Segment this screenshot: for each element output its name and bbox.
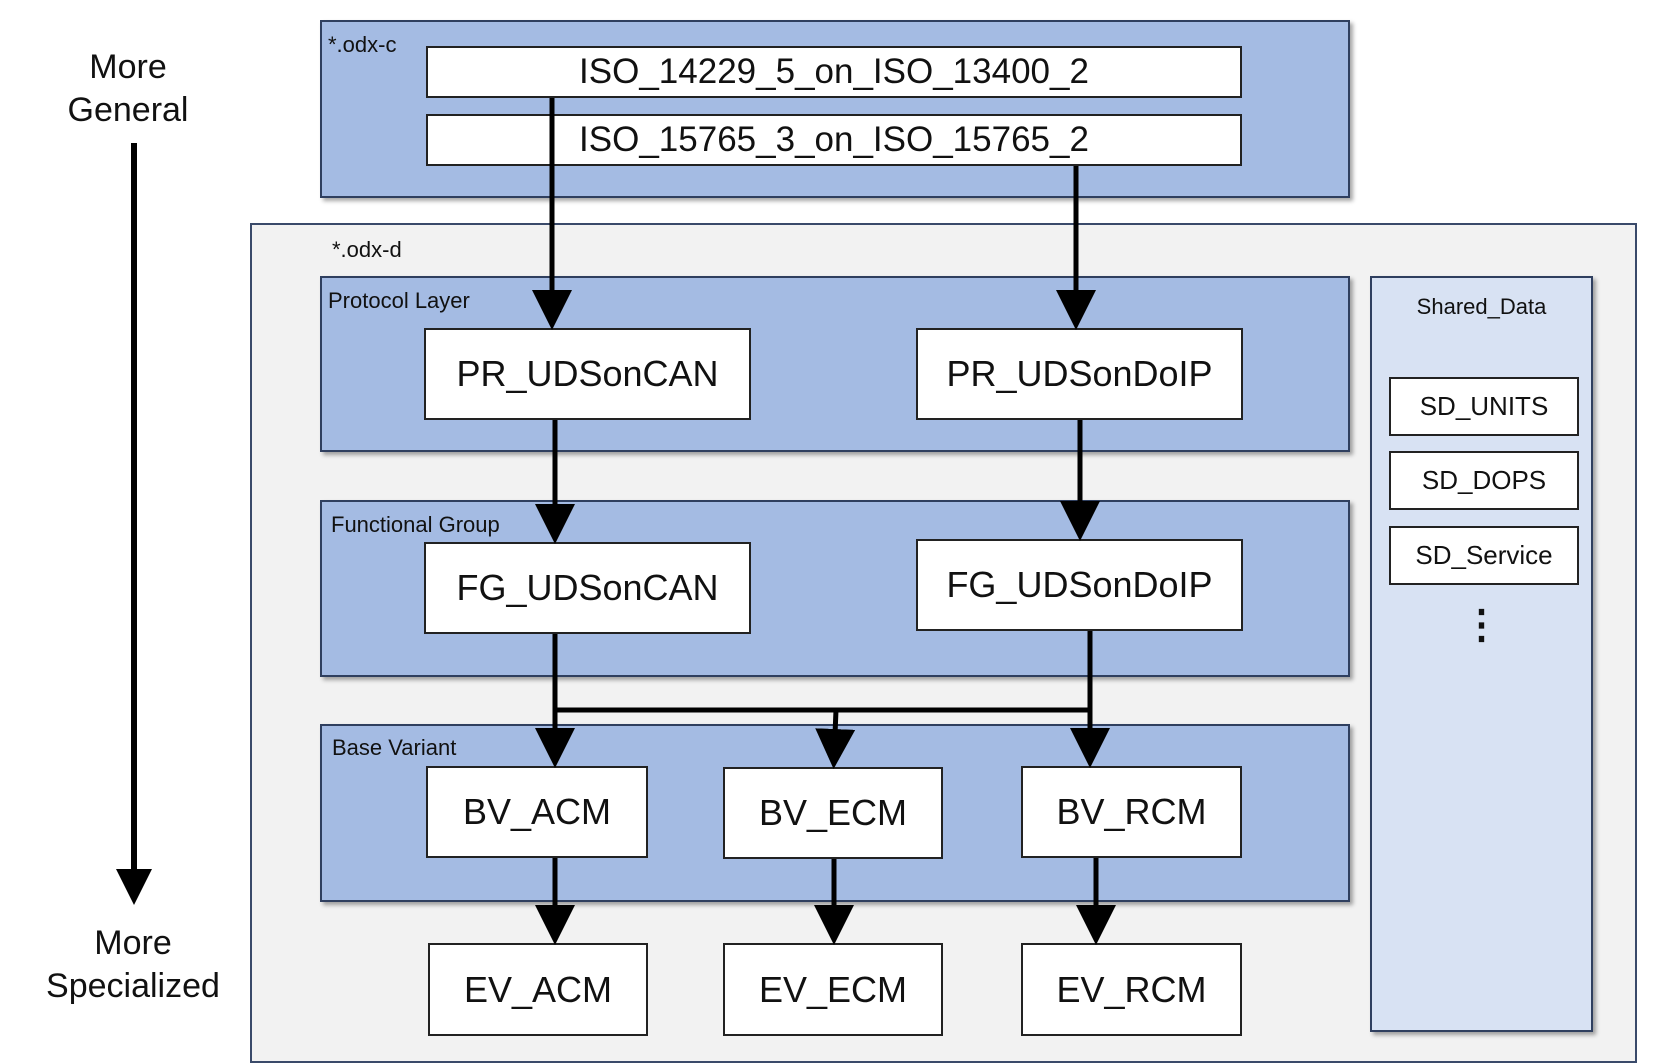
axis-top-line2: General bbox=[67, 91, 189, 129]
ev-ecm-box: EV_ECM bbox=[723, 943, 943, 1036]
functional-group-label: Functional Group bbox=[331, 512, 500, 537]
ev-acm-box: EV_ACM bbox=[428, 943, 648, 1036]
odx-d-label: *.odx-d bbox=[332, 237, 402, 262]
axis-bottom-line2: Specialized bbox=[46, 967, 220, 1005]
bv-acm-box: BV_ACM bbox=[426, 766, 648, 858]
pr-udsoncan-box: PR_UDSonCAN bbox=[424, 328, 751, 420]
axis-bottom-label: More Specialized bbox=[28, 922, 238, 1008]
fg-udsondoip-box: FG_UDSonDoIP bbox=[916, 539, 1243, 631]
odx-c-item-1: ISO_14229_5_on_ISO_13400_2 bbox=[426, 46, 1242, 98]
protocol-layer-label: Protocol Layer bbox=[328, 288, 470, 313]
sd-units-box: SD_UNITS bbox=[1389, 377, 1579, 436]
axis-top-line1: More bbox=[89, 48, 167, 86]
base-variant-label: Base Variant bbox=[332, 735, 457, 760]
fg-udsoncan-box: FG_UDSonCAN bbox=[424, 542, 751, 634]
bv-ecm-box: BV_ECM bbox=[723, 767, 943, 859]
sd-service-box: SD_Service bbox=[1389, 526, 1579, 585]
pr-udsondoip-box: PR_UDSonDoIP bbox=[916, 328, 1243, 420]
axis-top-label: More General bbox=[48, 46, 208, 132]
sd-dops-box: SD_DOPS bbox=[1389, 451, 1579, 510]
ev-rcm-box: EV_RCM bbox=[1021, 943, 1242, 1036]
bv-rcm-box: BV_RCM bbox=[1021, 766, 1242, 858]
odx-c-item-2: ISO_15765_3_on_ISO_15765_2 bbox=[426, 114, 1242, 166]
shared-data-label: Shared_Data bbox=[1416, 294, 1547, 319]
axis-bottom-line1: More bbox=[94, 924, 172, 962]
shared-data-ellipsis: ⋮ bbox=[1461, 603, 1502, 647]
odx-c-label: *.odx-c bbox=[328, 32, 397, 57]
